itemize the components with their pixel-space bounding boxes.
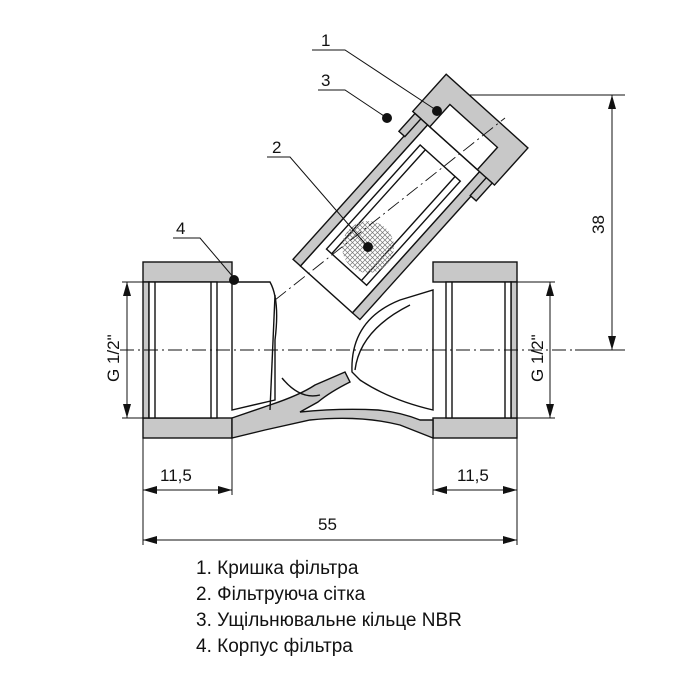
callout-3: 3	[321, 71, 330, 90]
callout-4: 4	[176, 219, 185, 238]
callout-2: 2	[272, 138, 281, 157]
dim-thread-left: G 1/2"	[104, 334, 123, 382]
dim-thread-right: G 1/2"	[528, 334, 547, 382]
callout-1: 1	[321, 31, 330, 50]
dim-end-length-left: 11,5	[160, 466, 192, 485]
parts-legend: 1. Кришка фільтра 2. Фільтруюча сітка 3.…	[196, 556, 462, 660]
dimension-arrows	[123, 95, 616, 544]
callout-leaders	[173, 49, 437, 279]
legend-item-seal: 3. Ущільнювальне кільце NBR	[196, 610, 462, 631]
dim-end-length-right: 11,5	[457, 466, 489, 485]
center-lines	[120, 117, 575, 351]
dim-overall-length: 55	[318, 515, 337, 534]
legend-item-mesh: 2. Фільтруюча сітка	[196, 584, 366, 605]
callout-dots	[229, 106, 442, 285]
legend-item-body: 4. Корпус фільтра	[196, 636, 353, 657]
dim-height: 38	[589, 215, 608, 234]
legend-item-cover: 1. Кришка фільтра	[196, 558, 359, 579]
dimension-lines	[122, 94, 625, 545]
body-center	[231, 281, 434, 440]
